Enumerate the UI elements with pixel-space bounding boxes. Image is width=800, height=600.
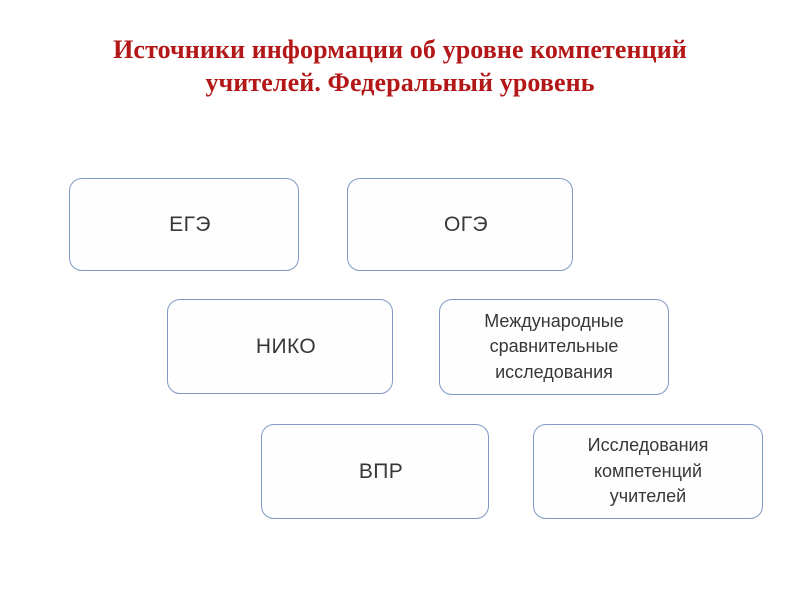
node-vpr-label: ВПР (358, 459, 404, 483)
page-title-line-1: Источники информации об уровне компетенц… (113, 35, 687, 64)
node-ege[interactable]: ЕГЭ (69, 178, 299, 271)
node-teacher-competency-studies[interactable]: Исследования компетенций учителей (533, 424, 763, 519)
node-niko[interactable]: НИКО (167, 299, 393, 394)
page-title-line-2: учителей. Федеральный уровень (205, 68, 595, 97)
node-oge[interactable]: ОГЭ (347, 178, 573, 271)
page-title: Источники информации об уровне компетенц… (50, 33, 750, 99)
node-international-comparative-studies[interactable]: Международные сравнительные исследования (439, 299, 669, 395)
node-teacher-competency-studies-label: Исследования компетенций учителей (587, 435, 709, 507)
node-ege-label: ЕГЭ (169, 212, 211, 236)
node-niko-label: НИКО (255, 334, 317, 358)
node-vpr[interactable]: ВПР (261, 424, 489, 519)
node-international-comparative-studies-label: Международные сравнительные исследования (484, 310, 624, 382)
node-oge-label: ОГЭ (444, 212, 488, 236)
